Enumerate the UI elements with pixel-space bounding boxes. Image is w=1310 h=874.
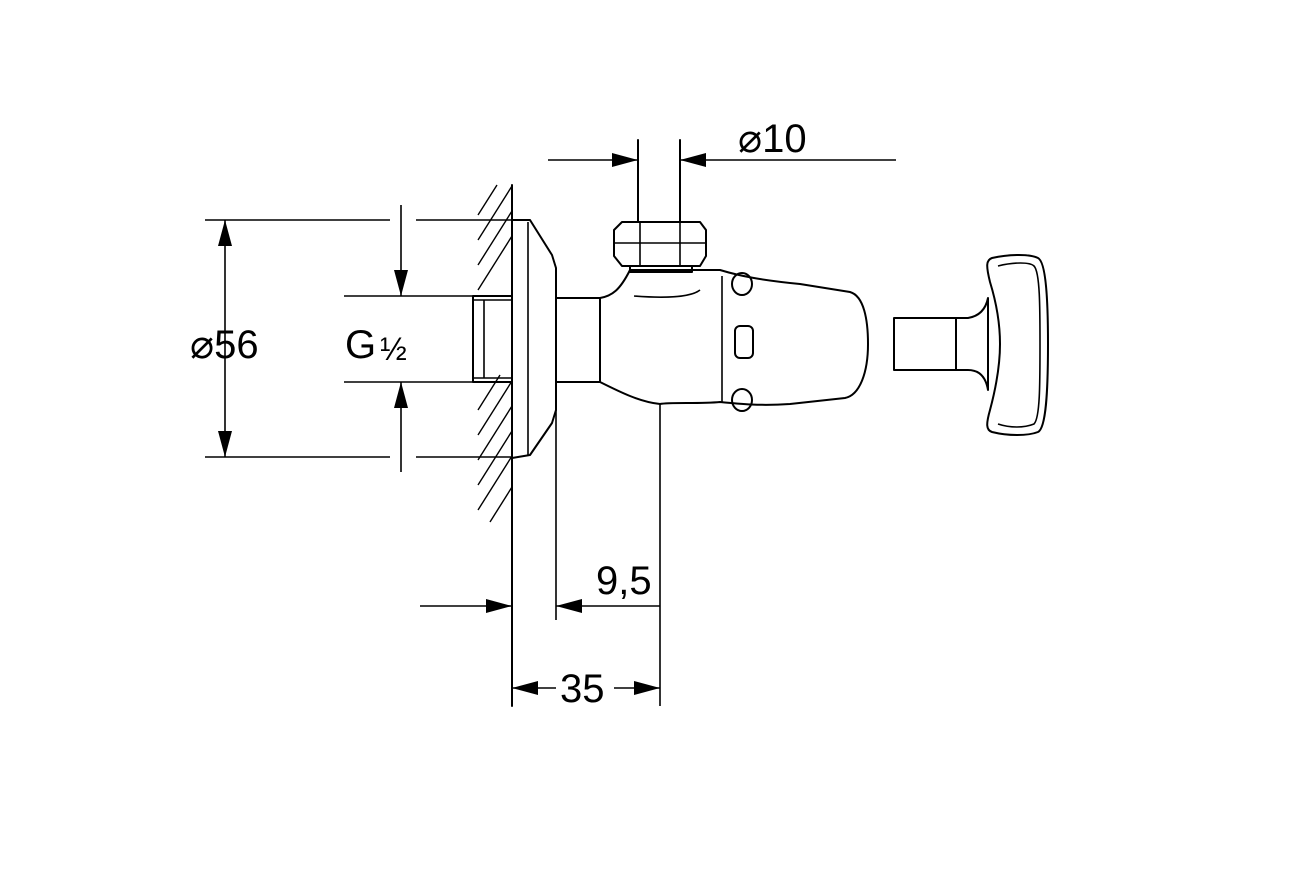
valve-neck: [555, 297, 601, 383]
removable-key: [893, 254, 1049, 436]
wall-hatching: [477, 184, 513, 523]
cap-details: [721, 272, 754, 412]
rosette: [511, 219, 557, 459]
label-offset-9-5: 9,5: [596, 559, 652, 603]
valve-body: [599, 269, 869, 406]
outlet-pipe: [637, 139, 681, 223]
thread-stub: [472, 295, 513, 383]
label-offset-35: 35: [560, 667, 605, 711]
dimension-offset-total: [512, 404, 661, 706]
dimension-thread: [344, 205, 473, 472]
hex-nut: [613, 221, 707, 273]
label-dia-56: ⌀56: [190, 323, 259, 367]
dimension-outlet-diameter: [548, 153, 896, 167]
dimension-rosette-diameter: [205, 219, 512, 458]
dimension-offset-small: [420, 410, 660, 620]
label-dia-10: ⌀10: [738, 117, 807, 161]
valve-body-contour: [633, 289, 701, 298]
